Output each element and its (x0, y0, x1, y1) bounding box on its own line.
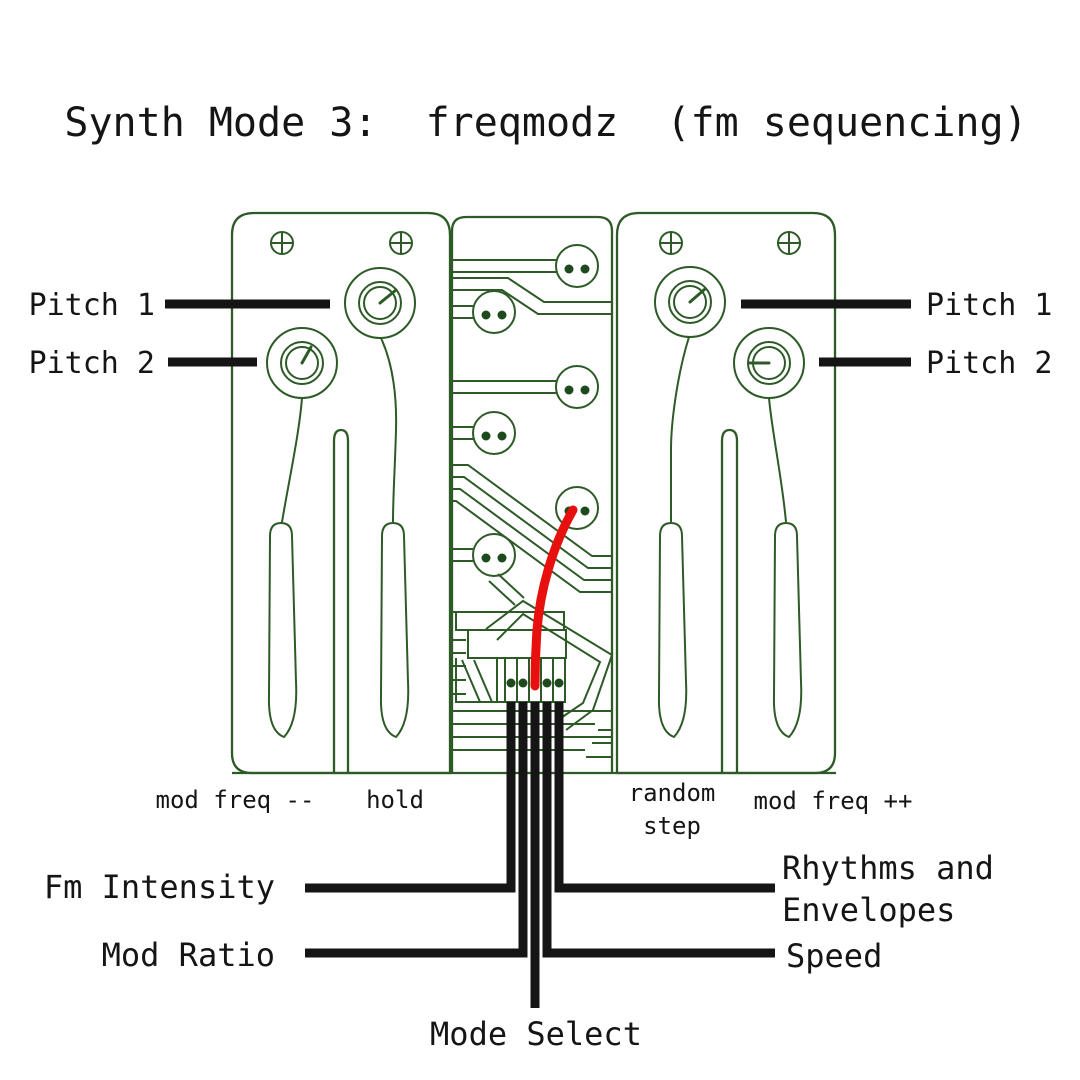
touch-pad (555, 244, 599, 288)
rhythms-envelopes-label-line2: Envelopes (782, 891, 955, 929)
left-panel-slot (332, 428, 350, 773)
fm-intensity-label: Fm Intensity (44, 868, 275, 906)
knob-stem (380, 337, 398, 523)
pad-dot (481, 431, 491, 441)
screw-icon (777, 231, 801, 255)
mod-ratio-pointer-line (305, 702, 528, 958)
connector-dot (554, 678, 564, 688)
red-patch-wire (530, 505, 578, 691)
pad-dot (497, 431, 507, 441)
speed-pointer-line (542, 702, 775, 958)
connector-dot (542, 678, 552, 688)
pad-dot (564, 264, 574, 274)
speed-label: Speed (786, 937, 882, 975)
knob-pointer (378, 288, 398, 305)
mod-freq-minus-label: mod freq -- (156, 786, 315, 814)
pad-dot (580, 506, 590, 516)
hold-label: hold (366, 786, 424, 814)
pitch2-left-knob (266, 327, 338, 399)
mod-freq-plus-slider (772, 521, 803, 739)
mode-select-label: Mode Select (430, 1015, 642, 1053)
pitch1-right-label: Pitch 1 (926, 288, 1052, 323)
right-panel-slot (720, 428, 739, 773)
pitch1-left-label: Pitch 1 (29, 288, 155, 323)
rhythms-envelopes-pointer-line (554, 702, 775, 893)
center-pcb-outline (450, 215, 614, 773)
knob-pointer (300, 345, 313, 365)
right-panel-outline (615, 211, 837, 775)
pad-dot (580, 264, 590, 274)
pitch2-right-label: Pitch 2 (926, 346, 1052, 381)
pitch2-left-label: Pitch 2 (29, 346, 155, 381)
connector-dot (506, 678, 516, 688)
touch-pad (555, 365, 599, 409)
knob-stem (669, 336, 690, 522)
hold-slider (379, 521, 410, 739)
rhythms-envelopes-label-line1: Rhythms and (782, 849, 994, 887)
annotation-lines (165, 299, 911, 1008)
random-step-label-line2: step (643, 812, 701, 840)
touch-pad (472, 290, 516, 334)
screw-icon (389, 231, 413, 255)
pad-dot (481, 310, 491, 320)
knob-stem (281, 397, 303, 523)
touch-pad (472, 411, 516, 455)
random-step-slider (657, 521, 688, 739)
knob-stem (768, 397, 787, 523)
pad-dot (497, 553, 507, 563)
page-title: Synth Mode 3: freqmodz (fm sequencing) (64, 100, 1027, 146)
pad-dot (481, 553, 491, 563)
screw-icon (659, 231, 683, 255)
pitch1-left-knob (344, 267, 416, 339)
pitch2-right-knob (733, 327, 805, 399)
pcb-artwork (230, 211, 837, 775)
mod-ratio-label: Mod Ratio (102, 936, 275, 974)
touch-pad (472, 533, 516, 577)
pad-dot (580, 385, 590, 395)
left-panel-outline (230, 211, 452, 775)
mod-freq-plus-label: mod freq ++ (754, 787, 913, 815)
pitch1-right-knob (654, 266, 726, 338)
mod-freq-minus-slider (267, 521, 298, 739)
random-step-label-line1: random (629, 779, 716, 807)
screw-icon (270, 231, 294, 255)
pad-dot (564, 385, 574, 395)
pad-dot (497, 310, 507, 320)
fm-intensity-pointer-line (305, 702, 516, 893)
connector-dot (518, 678, 528, 688)
knob-pointer (688, 287, 707, 304)
